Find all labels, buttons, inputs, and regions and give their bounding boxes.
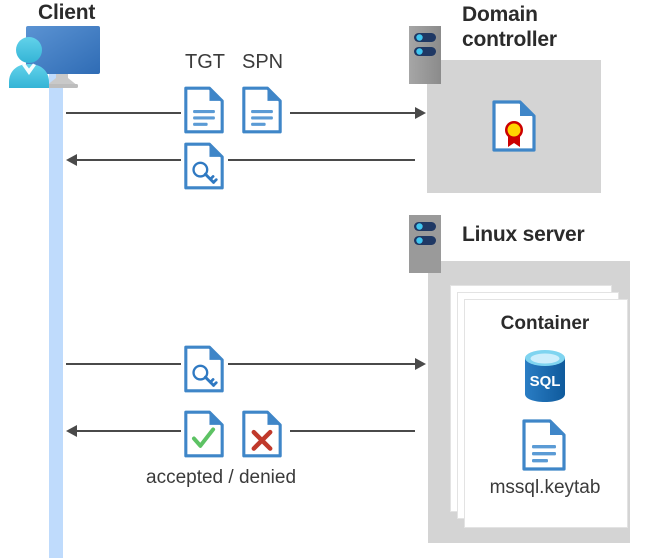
label-accepted-denied: accepted / denied xyxy=(146,467,297,488)
keytab-label: mssql.keytab xyxy=(489,477,601,498)
sql-database-icon: SQL xyxy=(521,348,569,404)
page-title-client: Client xyxy=(38,1,96,24)
label-spn: SPN xyxy=(242,51,284,73)
flow-line-result-left xyxy=(77,430,181,432)
approved-document-icon xyxy=(184,410,224,458)
flow-line-ticket-right xyxy=(228,159,415,161)
flow-line-present-right xyxy=(228,363,415,365)
page-title-domain-controller: Domain controller xyxy=(462,3,557,51)
client-workstation-icon xyxy=(6,20,110,92)
svg-text:SQL: SQL xyxy=(530,373,561,390)
flow-arrowhead-left-2 xyxy=(66,425,77,437)
text-document-icon-tgt xyxy=(184,86,224,134)
text-document-icon-keytab xyxy=(522,419,566,471)
text-document-icon-spn xyxy=(242,86,282,134)
flow-line-result-right xyxy=(290,430,415,432)
server-rack-icon xyxy=(409,26,447,84)
server-rack-icon-linux xyxy=(409,215,447,273)
client-lifeline xyxy=(49,60,63,558)
label-tgt: TGT xyxy=(185,51,225,73)
key-document-icon-present xyxy=(184,345,224,393)
flow-line-present-left xyxy=(66,363,181,365)
key-document-icon-ticket xyxy=(184,142,224,190)
container-card-front xyxy=(464,299,628,528)
flow-arrowhead-left-1 xyxy=(66,154,77,166)
flow-arrowhead-right-1 xyxy=(415,107,426,119)
flow-line-tgt-right xyxy=(290,112,415,114)
flow-arrowhead-right-2 xyxy=(415,358,426,370)
certificate-document-icon xyxy=(492,100,536,152)
flow-line-ticket-left xyxy=(77,159,181,161)
flow-line-tgt-left xyxy=(66,112,181,114)
container-title: Container xyxy=(500,313,590,334)
page-title-linux-server: Linux server xyxy=(462,223,585,246)
rejected-document-icon xyxy=(242,410,282,458)
